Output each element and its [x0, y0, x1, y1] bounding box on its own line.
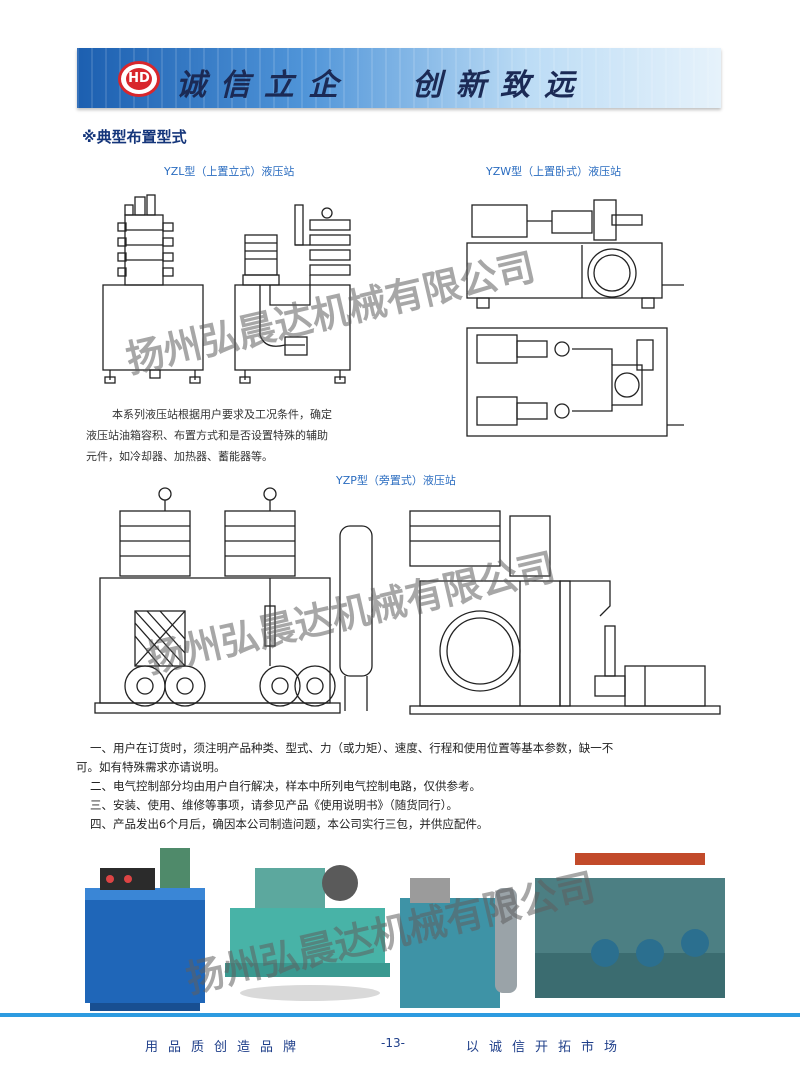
yzw-technical-drawing [466, 199, 684, 437]
note-2: 二、电气控制部分均由用户自行解决，样本中所列电气控制电路，仅供参考。 [90, 779, 481, 793]
intro-line-2: 液压站油箱容积、布置方式和是否设置特殊的辅助 [86, 429, 328, 442]
page-number: -13- [381, 1036, 405, 1050]
footer-left-slogan: 用品质创造品牌 [145, 1040, 307, 1055]
caption-yzl: YZL型（上置立式）液压站 [164, 165, 295, 178]
footer-line [0, 1013, 800, 1017]
caption-yzw: YZW型（上置卧式）液压站 [486, 165, 622, 178]
note-4: 四、产品发出6个月后，确因本公司制造问题，本公司实行三包，并供应配件。 [90, 817, 489, 831]
note-1-line-2: 可。如有特殊需求亦请说明。 [76, 760, 226, 774]
section-title: ※典型布置型式 [82, 128, 187, 146]
order-notes: 一、用户在订货时，须注明产品种类、型式、力（或力矩）、速度、行程和使用位置等基本… [76, 739, 730, 834]
product-photos [85, 848, 725, 1011]
intro-line-3: 元件，如冷却器、加热器、蓄能器等。 [86, 450, 273, 463]
company-logo: HD [118, 61, 160, 97]
slogan-left: 诚信立企 [176, 68, 352, 103]
note-1-line-1: 一、用户在订货时，须注明产品种类、型式、力（或力矩）、速度、行程和使用位置等基本… [90, 741, 614, 755]
yzl-technical-drawing [102, 194, 351, 384]
header-banner [77, 48, 721, 108]
caption-yzp: YZP型（旁置式）液压站 [336, 474, 456, 487]
note-3: 三、安装、使用、维修等事项，请参见产品《使用说明书》（随货同行）。 [90, 798, 458, 812]
footer-right-slogan: 以诚信开拓市场 [466, 1040, 628, 1055]
logo-text: HD [126, 68, 152, 90]
yzp-technical-drawing [94, 487, 721, 715]
slogan-right: 创新致远 [412, 68, 588, 103]
intro-line-1: 本系列液压站根据用户要求及工况条件，确定 [112, 408, 332, 421]
